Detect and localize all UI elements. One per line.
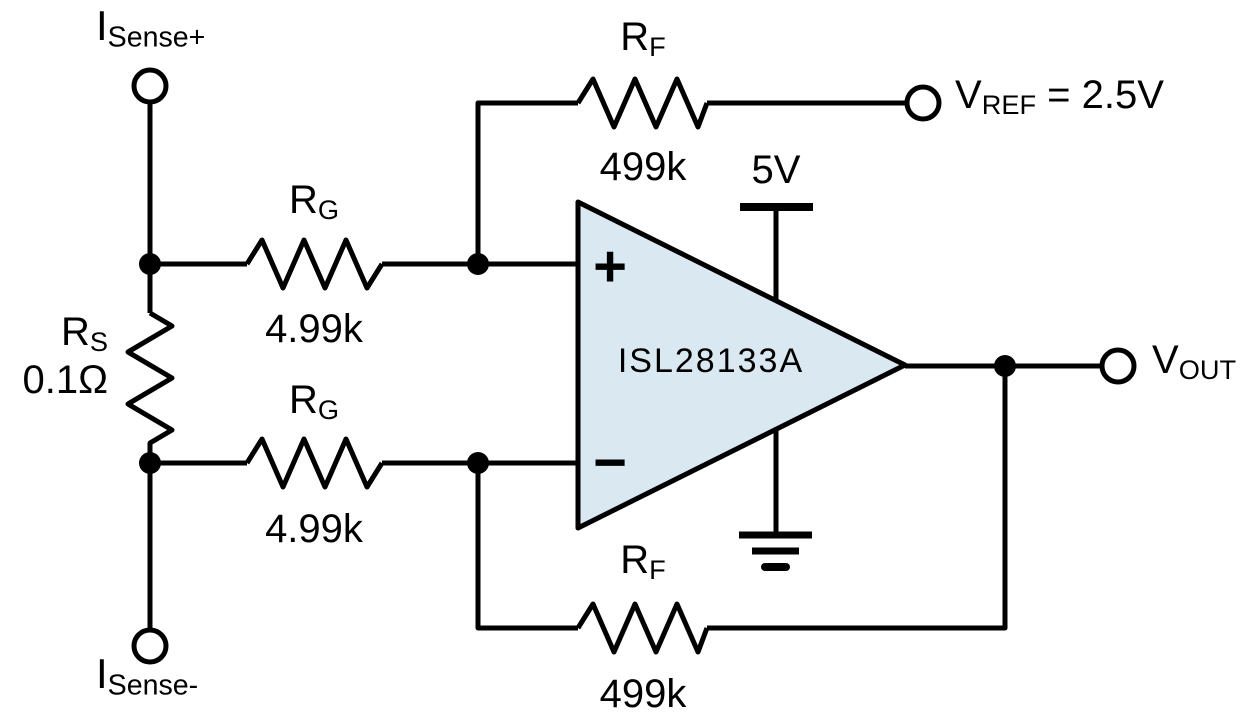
resistor-rs: [125, 310, 175, 629]
rf-top-name: R: [620, 15, 650, 59]
rf-bottom-name: R: [620, 538, 650, 582]
rf-bottom-label: RF: [573, 540, 713, 583]
junction-dot: [467, 253, 489, 275]
wire-feedback-to-output: [707, 366, 1008, 631]
opamp-triangle: [575, 199, 908, 531]
rf-top-label: RF: [573, 17, 713, 60]
isense-plus-label: ISense+: [96, 5, 205, 52]
rs-sub: S: [89, 325, 108, 357]
vref-value: = 2.5V: [1036, 73, 1164, 117]
junction-dots: [139, 253, 1016, 474]
vout-main: V: [1152, 338, 1179, 382]
isense-plus-sub: Sense+: [107, 21, 206, 54]
isense-minus-label: ISense-: [96, 653, 198, 700]
rf-top-sub: F: [649, 30, 666, 62]
rg-top-value: 4.99k: [265, 307, 363, 351]
junction-dot: [139, 452, 161, 474]
rs-value: 0.1Ω: [22, 358, 108, 402]
resistor-rf-top: [575, 76, 710, 130]
junction-dot: [139, 253, 161, 275]
junction-dot: [467, 452, 489, 474]
rs-label: RS: [0, 312, 108, 355]
opamp-minus-input-symbol: −: [593, 430, 627, 495]
rg-top-sub: G: [317, 193, 340, 225]
vref-sub: REF: [981, 88, 1037, 120]
rg-top-label: RG: [244, 180, 384, 223]
resistor-rf-bottom: [575, 601, 710, 655]
terminal-isense-minus: [131, 627, 169, 665]
junction-dot: [994, 355, 1016, 377]
supply-symbol: [740, 203, 813, 301]
wire-top-feedback-up: [475, 100, 578, 264]
isense-minus-main: I: [96, 650, 108, 697]
isense-minus-sub: Sense-: [107, 669, 199, 702]
supply-label: 5V: [751, 148, 801, 192]
rs-name: R: [60, 310, 90, 354]
vout-label: VOUT: [1152, 340, 1236, 383]
rf-bottom-sub: F: [649, 553, 666, 585]
terminal-vref: [904, 84, 942, 122]
rg-bottom-value: 4.99k: [265, 507, 363, 551]
rg-bottom-sub: G: [317, 393, 340, 425]
ground-symbol: [739, 429, 812, 571]
resistor-rg-top: [244, 237, 385, 291]
opamp-part-number: ISL28133A: [617, 342, 805, 380]
vref-main: V: [955, 73, 982, 117]
vout-sub: OUT: [1178, 353, 1237, 385]
resistor-rg-bottom: [244, 436, 385, 490]
rf-bottom-value: 499k: [599, 672, 687, 716]
rg-top-name: R: [288, 178, 318, 222]
terminal-vout: [1099, 347, 1137, 385]
rf-top-value: 499k: [599, 145, 687, 189]
rg-bottom-label: RG: [244, 380, 384, 423]
rg-bottom-name: R: [288, 378, 318, 422]
isense-plus-main: I: [96, 2, 108, 49]
vref-label: VREF = 2.5V: [955, 75, 1164, 118]
terminal-isense-plus: [131, 67, 169, 105]
opamp-plus-input-symbol: +: [593, 234, 627, 299]
wire-bottom-feedback-down: [475, 463, 578, 631]
